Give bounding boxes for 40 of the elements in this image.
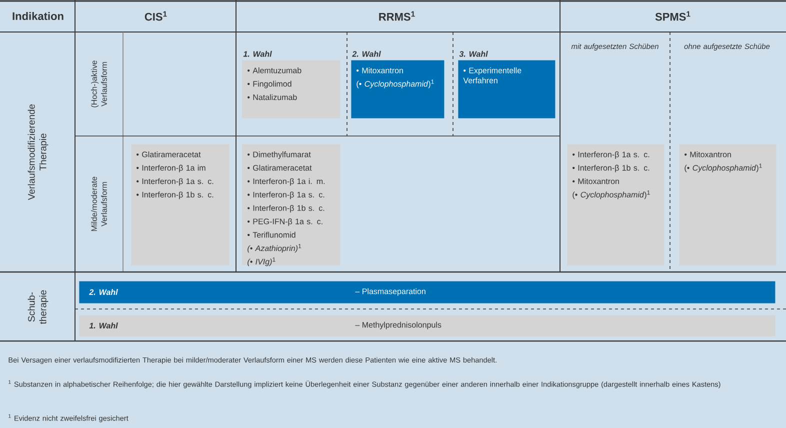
drug-name: • Interferon-β 1b s. c. (136, 192, 214, 200)
drug-name: • Interferon-β 1a s. c. (248, 192, 324, 200)
drug-name: – Plasmaseparation (355, 288, 426, 296)
drug-name: • Interferon-β 1a i. m. (248, 178, 325, 186)
drug-name: • Fingolimod (248, 80, 292, 88)
row-label: Verlaufsmodifizierende Therapie (28, 104, 48, 200)
drug-name: (• IVIg)$^{1}$ (248, 257, 276, 266)
column-header: SPMS$^{1}$ (655, 11, 690, 21)
drug-name: • Dimethylfumarat (248, 151, 311, 159)
drug-name: • Glatirameracetat (248, 164, 312, 171)
column-header: CIS$^{1}$ (144, 11, 167, 21)
choice-heading: 1. Wahl (89, 322, 118, 328)
drug-name: • Interferon-β 1a s. c. (572, 151, 650, 159)
drug-name: • Natalizumab (248, 94, 297, 100)
drug-name: • Interferon-β 1a im (136, 164, 206, 172)
column-header: Indikation (12, 12, 64, 20)
drug-name: • Interferon-β 1b s. c. (572, 164, 650, 172)
drug-name: • Mitoxantron (356, 67, 403, 74)
row-label: Milde/moderate Verlaufsform (91, 176, 107, 231)
drug-name: • Interferon-β 1b s. c. (248, 205, 324, 212)
drug-name: • PEG-IFN-β 1a s. c. (248, 218, 322, 226)
drug-name: • Glatirameracetat (136, 151, 201, 158)
drug-name: (• Cyclophosphamid)$^{1}$ (356, 80, 434, 88)
row-label: Schub-therapie (28, 290, 48, 324)
choice-heading: 3. Wahl (459, 50, 488, 57)
drug-name: • Experimentelle Verfahren (463, 67, 522, 84)
drug-name: (• Cyclophosphamid)$^{1}$ (684, 164, 762, 172)
drug-name: – Methylprednisolonpuls (355, 322, 442, 330)
row-label: (Hoch-)aktive Verlaufsform (91, 60, 107, 108)
choice-heading: 2. Wahl (352, 50, 381, 57)
drug-name: • Interferon-β 1a s. c. (136, 178, 214, 186)
drug-name: • Mitoxantron (684, 151, 731, 158)
column-header: RRMS$^{1}$ (379, 11, 415, 21)
choice-heading: 1. Wahl (243, 50, 272, 57)
drug-name: • Alemtuzumab (248, 67, 302, 74)
drug-name: • Teriflunomid (248, 232, 296, 238)
drug-name: (• Cyclophosphamid)$^{1}$ (572, 190, 650, 200)
drug-name: (• Azathioprin)$^{1}$ (248, 244, 302, 253)
drug-name: • Mitoxantron (572, 178, 619, 184)
choice-heading: 2. Wahl (89, 289, 118, 295)
